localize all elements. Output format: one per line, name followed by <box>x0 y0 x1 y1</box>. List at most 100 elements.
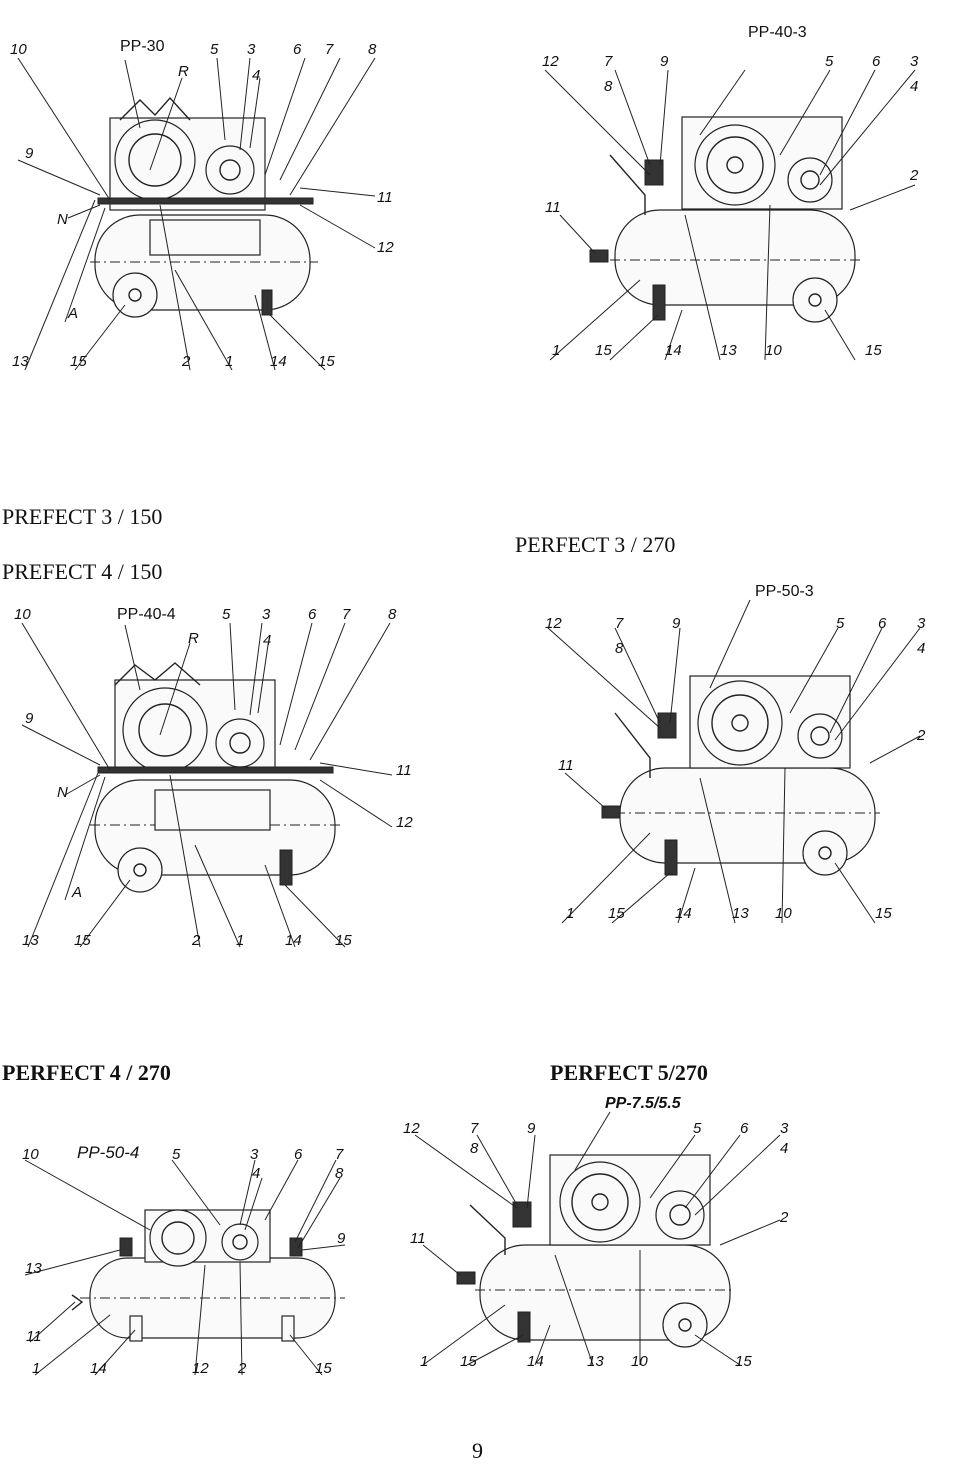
callout-A: A <box>67 305 78 322</box>
callout-10: 10 <box>14 606 31 623</box>
callout-15: 15 <box>315 1360 332 1377</box>
callout-4: 4 <box>910 78 918 95</box>
callout-7: 7 <box>342 606 351 623</box>
heading-prefect-4-150: PREFECT 4 / 150 <box>2 559 163 584</box>
diagram-pp-7-5-5-5-drawing: PP-7.5/5.5 12 7 8 9 5 6 3 4 11 2 1 15 14… <box>403 1095 789 1370</box>
callout-11: 11 <box>545 199 561 216</box>
callout-6: 6 <box>293 41 302 58</box>
diagram-pp-40-3: PP-40-3 12 7 8 9 5 6 3 4 11 2 1 15 14 13… <box>520 15 940 375</box>
callout-4: 4 <box>252 67 260 84</box>
diagram-pp-40-4: PP-40-4 10 R 5 3 4 6 7 8 9 N A 11 12 13 … <box>0 595 440 960</box>
callout-2: 2 <box>779 1209 789 1226</box>
callout-1: 1 <box>420 1353 428 1370</box>
callout-5: 5 <box>693 1120 702 1137</box>
callout-15a: 15 <box>70 353 87 370</box>
diagram-pp-50-4-drawing: PP-50-4 10 5 3 4 6 7 8 13 11 9 1 14 12 2… <box>22 1143 346 1377</box>
callout-7: 7 <box>615 615 624 632</box>
callout-2: 2 <box>237 1360 247 1377</box>
callout-4: 4 <box>252 1165 260 1182</box>
callout-5: 5 <box>222 606 231 623</box>
callout-13: 13 <box>587 1353 604 1370</box>
callout-15b: 15 <box>318 353 335 370</box>
callout-15b: 15 <box>865 342 882 359</box>
callout-5: 5 <box>836 615 845 632</box>
heading-perfect-3-270: PERFECT 3 / 270 <box>515 532 676 557</box>
callout-15a: 15 <box>460 1353 477 1370</box>
callout-13: 13 <box>12 353 29 370</box>
callout-11: 11 <box>377 189 393 206</box>
callout-4: 4 <box>780 1140 788 1157</box>
callout-8: 8 <box>388 606 397 623</box>
callout-14: 14 <box>270 353 287 370</box>
callout-3: 3 <box>247 41 256 58</box>
heading-perfect-4-270: PERFECT 4 / 270 <box>2 1060 171 1085</box>
callout-6: 6 <box>878 615 887 632</box>
diagram-pp-30-drawing: PP-30 10 R 5 3 4 6 7 8 9 N A 11 12 13 1 <box>10 38 394 371</box>
callout-15b: 15 <box>735 1353 752 1370</box>
callout-1: 1 <box>32 1360 40 1377</box>
callout-9: 9 <box>527 1120 536 1137</box>
callout-15a: 15 <box>595 342 612 359</box>
callout-1: 1 <box>225 353 233 370</box>
callout-3: 3 <box>250 1146 259 1163</box>
callout-1: 1 <box>236 932 244 949</box>
callout-1: 1 <box>552 342 560 359</box>
callout-R: R <box>188 630 199 647</box>
callout-4: 4 <box>917 640 925 657</box>
callout-15a: 15 <box>74 932 91 949</box>
callout-5: 5 <box>825 53 834 70</box>
callout-8: 8 <box>615 640 624 657</box>
callout-8: 8 <box>368 41 377 58</box>
callout-5: 5 <box>210 41 219 58</box>
callout-1: 1 <box>566 905 574 922</box>
diagram-pp-30: PP-30 10 R 5 3 4 6 7 8 9 N A 11 12 13 1 <box>0 20 420 390</box>
callout-10: 10 <box>631 1353 648 1370</box>
callout-3: 3 <box>780 1120 789 1137</box>
callout-7: 7 <box>335 1146 344 1163</box>
model-label: PP-50-4 <box>77 1143 139 1162</box>
heading-perfect-5-270: PERFECT 5/270 <box>550 1060 708 1085</box>
callout-7: 7 <box>325 41 334 58</box>
callout-12: 12 <box>396 814 413 831</box>
callout-8: 8 <box>470 1140 479 1157</box>
diagram-pp-50-3: PP-50-3 12 7 8 9 5 6 3 4 11 2 1 15 14 13… <box>520 578 940 938</box>
callout-13: 13 <box>22 932 39 949</box>
callout-5: 5 <box>172 1146 181 1163</box>
callout-12: 12 <box>542 53 559 70</box>
callout-4: 4 <box>263 632 271 649</box>
callout-15b: 15 <box>335 932 352 949</box>
callout-2: 2 <box>191 932 201 949</box>
callout-9: 9 <box>672 615 681 632</box>
callout-14: 14 <box>665 342 682 359</box>
callout-10: 10 <box>765 342 782 359</box>
callout-2: 2 <box>916 727 926 744</box>
callout-N: N <box>57 211 68 228</box>
callout-11: 11 <box>26 1328 42 1345</box>
callout-6: 6 <box>308 606 317 623</box>
callout-2: 2 <box>181 353 191 370</box>
callout-15b: 15 <box>875 905 892 922</box>
model-label: PP-7.5/5.5 <box>605 1095 682 1112</box>
callout-6: 6 <box>294 1146 303 1163</box>
callout-11: 11 <box>558 757 574 774</box>
diagram-pp-50-3-drawing: PP-50-3 12 7 8 9 5 6 3 4 11 2 1 15 14 13… <box>545 583 926 924</box>
callout-12: 12 <box>403 1120 420 1137</box>
callout-13: 13 <box>732 905 749 922</box>
diagram-pp-50-4: PP-50-4 10 5 3 4 6 7 8 13 11 9 1 14 12 2… <box>0 1130 390 1385</box>
callout-3: 3 <box>917 615 926 632</box>
callout-6: 6 <box>740 1120 749 1137</box>
callout-12: 12 <box>192 1360 209 1377</box>
callout-R: R <box>178 63 189 80</box>
page-number: 9 <box>472 1438 483 1463</box>
heading-prefect-3-150: PREFECT 3 / 150 <box>2 504 163 529</box>
callout-14: 14 <box>527 1353 544 1370</box>
callout-12: 12 <box>377 239 394 256</box>
callout-7: 7 <box>470 1120 479 1137</box>
diagram-pp-40-4-drawing: PP-40-4 10 R 5 3 4 6 7 8 9 N A 11 12 13 … <box>14 606 413 949</box>
callout-15a: 15 <box>608 905 625 922</box>
callout-7: 7 <box>604 53 613 70</box>
callout-8: 8 <box>604 78 613 95</box>
diagram-pp-40-3-drawing: PP-40-3 12 7 8 9 5 6 3 4 11 2 1 15 14 13… <box>542 24 919 361</box>
callout-10: 10 <box>775 905 792 922</box>
callout-9: 9 <box>337 1230 346 1247</box>
